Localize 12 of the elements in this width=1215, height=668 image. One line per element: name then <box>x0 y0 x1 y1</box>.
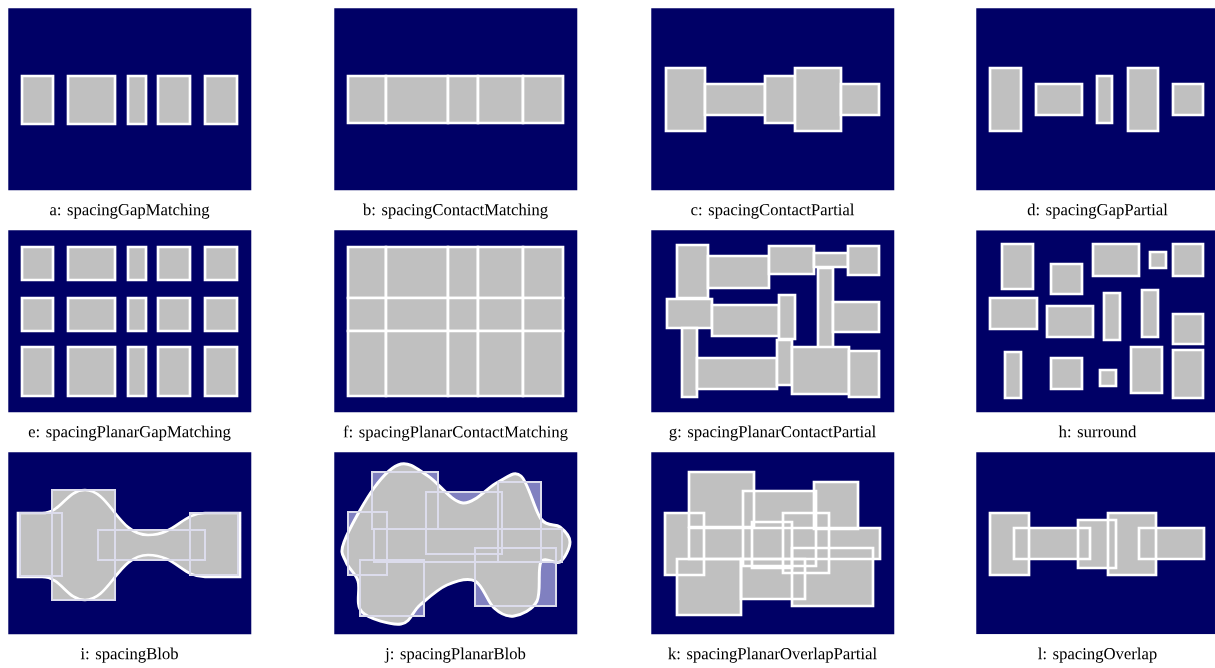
node-label: k: spacingPlanarOverlapPartial <box>668 647 877 663</box>
node-label: b: spacingContactMatching <box>362 203 548 219</box>
node-label: l: spacingOverlap <box>1038 647 1157 663</box>
node-label: a: spacingGapMatching <box>50 203 210 219</box>
node-label: c: spacingContactPartial <box>691 203 855 219</box>
node-label: g: spacingPlanarContactPartial <box>669 425 876 441</box>
node-label: f: spacingPlanarContactMatching <box>343 425 568 441</box>
node-label: h: surround <box>1058 425 1137 438</box>
node-label: i: spacingBlob <box>80 647 178 663</box>
node-label: j: spacingPlanarBlob <box>384 647 526 663</box>
node-label: d: spacingGapPartial <box>1027 203 1168 219</box>
node-label: e: spacingPlanarGapMatching <box>28 425 231 441</box>
